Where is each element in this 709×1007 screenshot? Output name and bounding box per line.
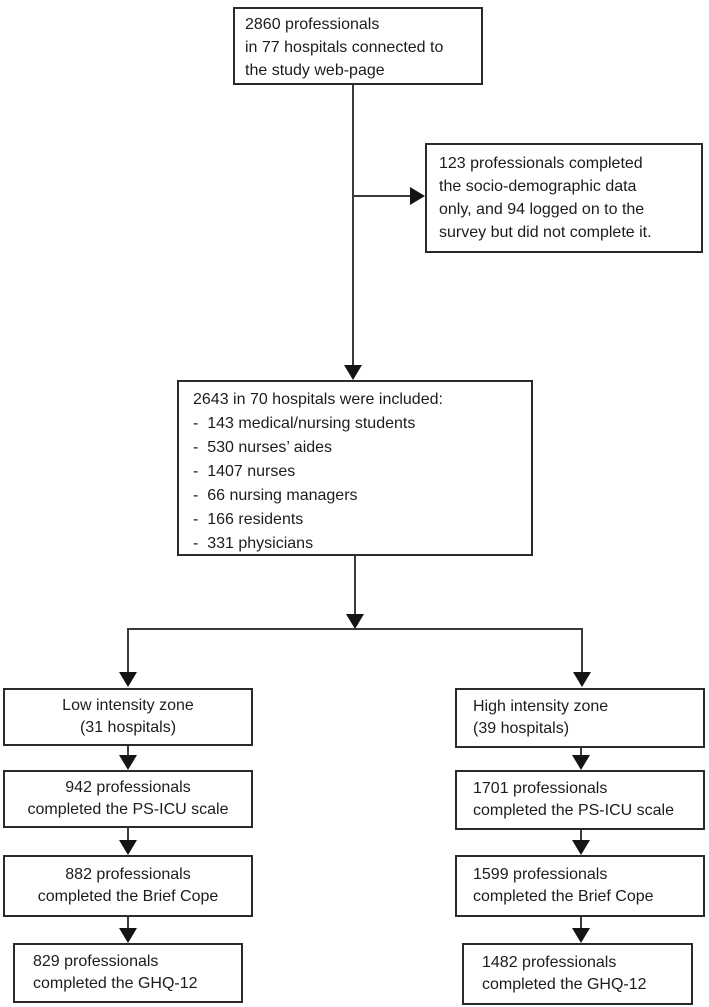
connector-low-zone-to-psicu xyxy=(127,746,129,756)
box-text-line: the study web-page xyxy=(245,62,385,79)
arrow-down-icon xyxy=(572,840,590,855)
box-web-page-connected: 2860 professionals in 77 hospitals conne… xyxy=(233,7,483,85)
box-text-line: (39 hospitals) xyxy=(473,720,570,737)
box-text-line: Low intensity zone xyxy=(62,697,194,714)
box-high-ps-icu: 1701 professionals completed the PS-ICU … xyxy=(455,770,705,830)
box-text-line: (31 hospitals) xyxy=(79,719,177,736)
arrow-down-icon xyxy=(572,928,590,943)
box-text-line: completed the GHQ-12 xyxy=(33,975,198,992)
connector-included-to-branch xyxy=(354,556,356,614)
box-text-line: High intensity zone xyxy=(473,698,609,715)
list-item: - 530 nurses’ aides xyxy=(193,439,333,456)
box-text-line: only, and 94 logged on to the xyxy=(439,201,645,218)
connector-low-psicu-to-cope xyxy=(127,828,129,841)
box-title: 2643 in 70 hospitals were included: xyxy=(193,391,443,408)
box-text-line: completed the Brief Cope xyxy=(473,888,654,905)
box-text-line: completed the PS-ICU scale xyxy=(473,802,674,819)
arrow-down-icon xyxy=(119,840,137,855)
box-text-line: completed the PS-ICU scale xyxy=(27,801,229,818)
list-item: - 66 nursing managers xyxy=(193,487,358,504)
box-text-line: 882 professionals xyxy=(65,866,191,883)
box-text-line: in 77 hospitals connected to xyxy=(245,39,444,56)
box-incomplete-excluded: 123 professionals completed the socio-de… xyxy=(425,143,703,253)
box-low-intensity-zone: Low intensity zone (31 hospitals) xyxy=(3,688,253,746)
arrow-down-icon xyxy=(573,672,591,687)
box-text-line: 123 professionals completed xyxy=(439,155,643,172)
box-text-line: 942 professionals xyxy=(65,779,191,796)
list-item: - 331 physicians xyxy=(193,535,314,552)
box-text-line: 829 professionals xyxy=(33,953,159,970)
box-low-brief-cope: 882 professionals completed the Brief Co… xyxy=(3,855,253,917)
connector-branch-horizontal xyxy=(127,628,583,630)
connector-low-cope-to-ghq xyxy=(127,917,129,929)
list-item: - 1407 nurses xyxy=(193,463,296,480)
arrow-down-icon xyxy=(344,365,362,380)
box-text-line: the socio-demographic data xyxy=(439,178,637,195)
connector-top-to-included xyxy=(352,85,354,366)
box-low-ghq12: 829 professionals completed the GHQ-12 xyxy=(13,943,243,1003)
arrow-right-icon xyxy=(410,187,425,205)
box-text-line: completed the GHQ-12 xyxy=(482,976,647,993)
connector-high-cope-to-ghq xyxy=(580,917,582,929)
box-included-breakdown: 2643 in 70 hospitals were included: - 14… xyxy=(177,380,533,556)
arrow-down-icon xyxy=(119,672,137,687)
arrow-down-icon xyxy=(572,755,590,770)
box-high-ghq12: 1482 professionals completed the GHQ-12 xyxy=(462,943,693,1005)
box-text-line: completed the Brief Cope xyxy=(37,888,219,905)
box-text-line: 1482 professionals xyxy=(482,954,617,971)
list-item: - 143 medical/nursing students xyxy=(193,415,416,432)
box-text-line: survey but did not complete it. xyxy=(439,224,652,241)
connector-branch-to-low-zone xyxy=(127,630,129,672)
connector-high-psicu-to-cope xyxy=(580,830,582,841)
box-high-brief-cope: 1599 professionals completed the Brief C… xyxy=(455,855,705,917)
arrow-down-icon xyxy=(119,755,137,770)
box-text-line: 1701 professionals xyxy=(473,780,608,797)
arrow-down-icon xyxy=(346,614,364,629)
list-item: - 166 residents xyxy=(193,511,304,528)
box-text-line: 1599 professionals xyxy=(473,866,608,883)
connector-branch-to-excluded xyxy=(353,195,411,197)
box-low-ps-icu: 942 professionals completed the PS-ICU s… xyxy=(3,770,253,828)
arrow-down-icon xyxy=(119,928,137,943)
connector-high-zone-to-psicu xyxy=(580,748,582,756)
connector-branch-to-high-zone xyxy=(581,630,583,672)
box-text-line: 2860 professionals xyxy=(245,16,380,33)
box-high-intensity-zone: High intensity zone (39 hospitals) xyxy=(455,688,705,748)
